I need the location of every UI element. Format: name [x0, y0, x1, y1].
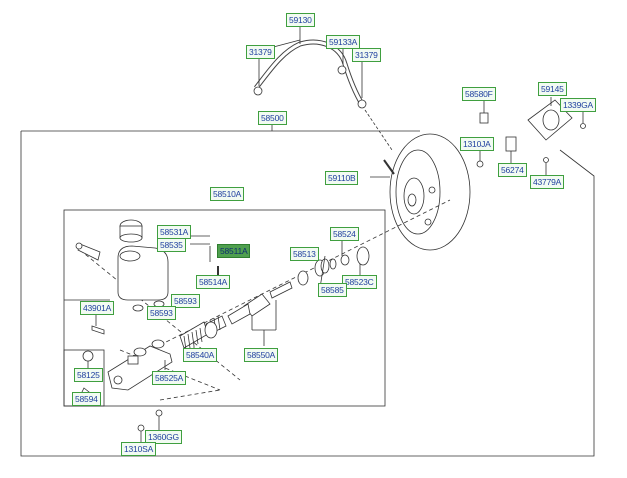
part-label-58513[interactable]: 58513 — [290, 247, 319, 261]
part-label-58593-right[interactable]: 58593 — [171, 294, 200, 308]
part-label-1339ga[interactable]: 1339GA — [560, 98, 596, 112]
part-label-31379-left[interactable]: 31379 — [246, 45, 275, 59]
part-label-58525a[interactable]: 58525A — [152, 371, 187, 385]
part-label-59133a[interactable]: 59133A — [326, 35, 361, 49]
part-label-58523c[interactable]: 58523C — [342, 275, 377, 289]
part-label-58511a[interactable]: 58511A — [217, 244, 251, 258]
part-label-58510a[interactable]: 58510A — [210, 187, 245, 201]
brake-fluid-reservoir — [75, 219, 169, 301]
part-label-58550a[interactable]: 58550A — [244, 348, 279, 362]
part-label-58524[interactable]: 58524 — [330, 227, 359, 241]
part-label-58514a[interactable]: 58514A — [196, 275, 231, 289]
part-label-43779a[interactable]: 43779A — [530, 175, 565, 189]
part-label-59145[interactable]: 59145 — [538, 82, 567, 96]
part-label-43901a[interactable]: 43901A — [80, 301, 115, 315]
part-label-59130[interactable]: 59130 — [286, 13, 315, 27]
part-label-58535[interactable]: 58535 — [157, 238, 186, 252]
part-label-1360gg[interactable]: 1360GG — [145, 430, 182, 444]
part-label-58540a[interactable]: 58540A — [183, 348, 218, 362]
assembly-frame-58510a — [63, 209, 386, 407]
part-label-58594[interactable]: 58594 — [72, 392, 101, 406]
brake-booster — [383, 133, 471, 251]
part-label-1310sa[interactable]: 1310SA — [121, 442, 157, 456]
part-label-58500[interactable]: 58500 — [258, 111, 287, 125]
part-label-56274[interactable]: 56274 — [498, 163, 527, 177]
part-label-59110b[interactable]: 59110B — [325, 171, 359, 185]
part-label-58531a[interactable]: 58531A — [157, 225, 192, 239]
master-cylinder-body — [107, 339, 173, 391]
part-label-58580f[interactable]: 58580F — [462, 87, 496, 101]
part-label-58585[interactable]: 58585 — [318, 283, 347, 297]
part-label-58125[interactable]: 58125 — [74, 368, 103, 382]
piston-spring-assembly — [179, 281, 293, 351]
part-label-58593-left[interactable]: 58593 — [147, 306, 176, 320]
subframe-body — [63, 349, 105, 407]
part-label-31379-right[interactable]: 31379 — [352, 48, 381, 62]
part-label-1310ja[interactable]: 1310JA — [460, 137, 494, 151]
